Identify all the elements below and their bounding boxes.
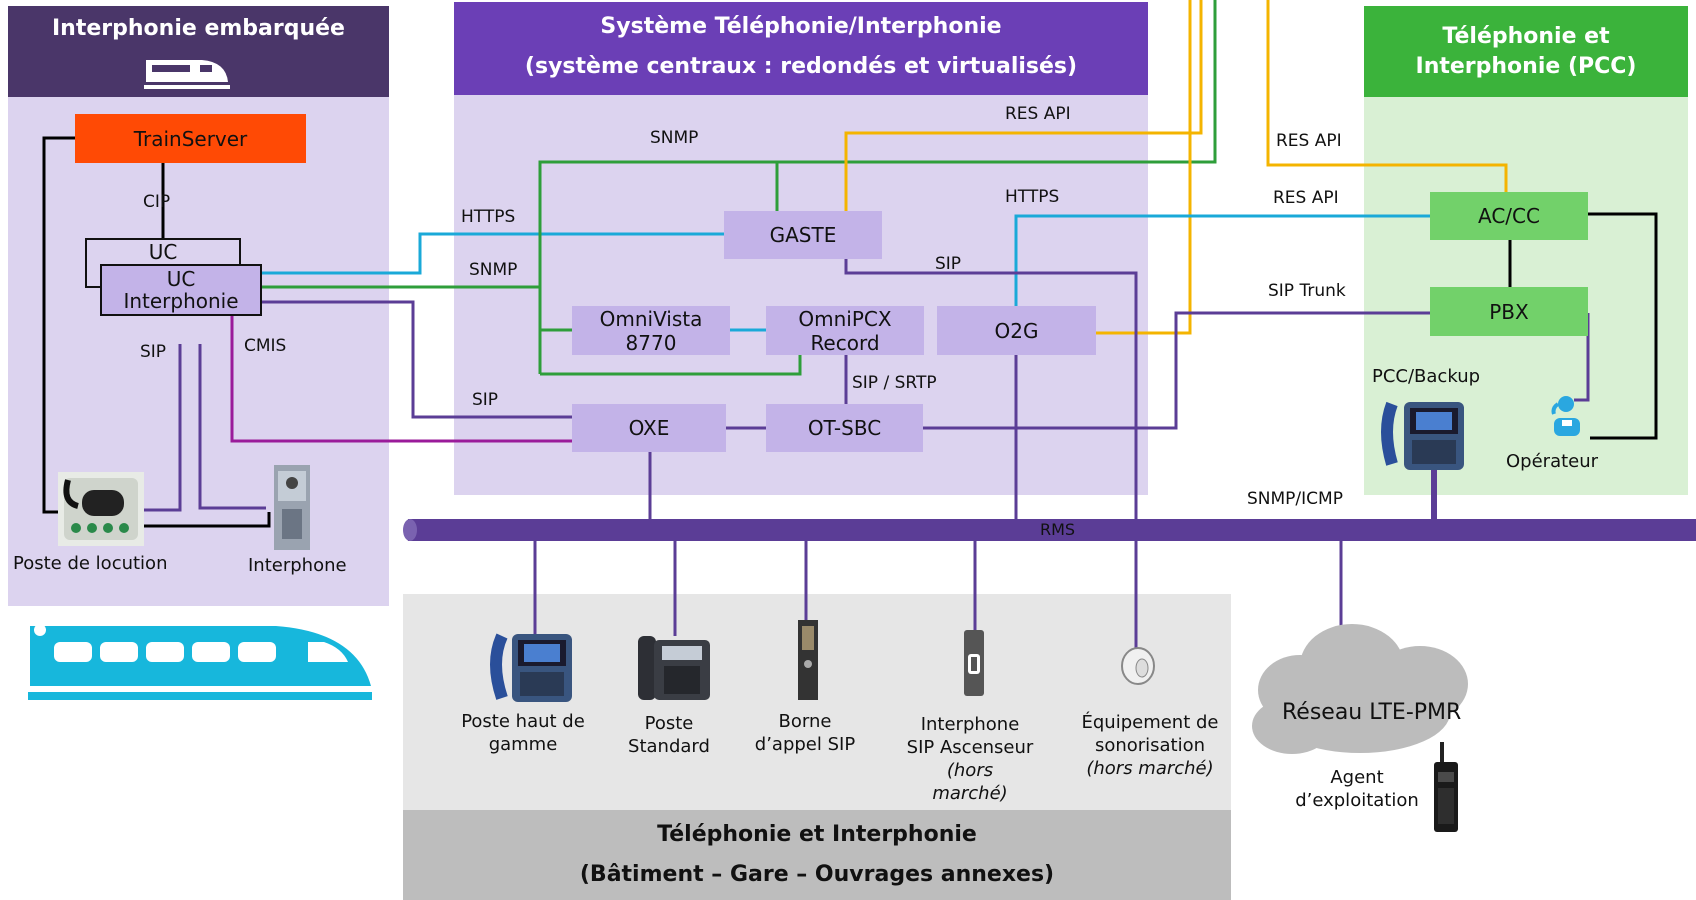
- poste-standard-line-2: Standard: [628, 736, 710, 757]
- radio-handset-icon: [1434, 742, 1458, 832]
- lte-cloud-shape: [1252, 624, 1468, 754]
- res-api-right-top-label: RES API: [1276, 131, 1342, 151]
- sip-call-box-icon: [798, 620, 818, 700]
- poste-haut-line-2: gamme: [488, 734, 558, 755]
- embedded-panel-title: Interphonie embarquée: [52, 16, 345, 41]
- building-panel-title-2: (Bâtiment – Gare – Ouvrages annexes): [579, 862, 1055, 887]
- loudspeaker-icon: [1121, 647, 1155, 685]
- sonorisation-caption: Équipement de sonorisation (hors marché): [1070, 711, 1230, 780]
- speaker-post-icon: [58, 472, 144, 546]
- poste-haut-caption: Poste haut de gamme: [450, 710, 596, 756]
- elevator-intercom-icon: [964, 630, 984, 696]
- poste-haut-line-1: Poste haut de: [461, 711, 585, 732]
- poste-standard-line-1: Poste: [644, 713, 694, 734]
- ascenseur-line-1: Interphone: [920, 714, 1020, 735]
- o2g-label: O2G: [994, 318, 1039, 343]
- borne-caption: Borne d’appel SIP: [740, 710, 870, 756]
- omnipcx-label-1: OmniPCX: [798, 306, 892, 331]
- ascenseur-line-3: (hors: [946, 760, 994, 781]
- standard-phone-icon: [638, 636, 710, 700]
- accc-node: AC/CC: [1430, 192, 1588, 240]
- poste-standard-caption: Poste Standard: [614, 712, 724, 758]
- ascenseur-line-2: SIP Ascenseur: [906, 737, 1034, 758]
- otsbc-label: OT-SBC: [807, 416, 882, 440]
- snmp-icmp-label: SNMP/ICMP: [1247, 489, 1343, 509]
- agent-line-1: Agent: [1330, 767, 1384, 788]
- poste-location-label: Poste de locution: [13, 553, 168, 574]
- omnipcx-label-2: Record: [810, 330, 880, 355]
- res-api-right-label: RES API: [1273, 188, 1339, 208]
- pcc-backup-label: PCC/Backup: [1372, 366, 1481, 387]
- omnipcx-record-node: OmniPCX Record: [766, 306, 924, 355]
- operateur-label: Opérateur: [1506, 451, 1599, 472]
- uc-interphonie-label-1: UC: [166, 267, 196, 291]
- snmp-left-label: SNMP: [469, 260, 518, 280]
- train-large-icon: [28, 624, 372, 700]
- accc-label: AC/CC: [1478, 204, 1540, 228]
- sonorisation-line-1: Équipement de: [1081, 712, 1219, 733]
- gaste-label: GASTE: [769, 223, 837, 247]
- central-panel-title-1: Système Téléphonie/Interphonie: [600, 14, 1002, 39]
- train-small-icon: [144, 60, 230, 89]
- o2g-node: O2G: [937, 306, 1096, 355]
- sip-gaste-label: SIP: [935, 254, 962, 274]
- oxe-label: OXE: [628, 416, 670, 440]
- high-end-phone-icon: [490, 633, 572, 702]
- sip-mid-label: SIP: [472, 390, 499, 410]
- pcc-panel-title-2: Interphonie (PCC): [1415, 54, 1637, 79]
- pcc-panel-title-1: Téléphonie et: [1442, 24, 1610, 49]
- uc-interphonie-label-2: Interphonie: [123, 289, 239, 313]
- borne-line-2: d’appel SIP: [754, 734, 856, 755]
- otsbc-node: OT-SBC: [766, 404, 923, 452]
- omnivista-label-2: 8770: [625, 330, 677, 355]
- sip-trunk-label: SIP Trunk: [1268, 281, 1346, 301]
- ascenseur-caption: Interphone SIP Ascenseur (hors marché): [898, 713, 1042, 805]
- sip-srtp-label: SIP / SRTP: [852, 373, 937, 393]
- oxe-node: OXE: [572, 404, 726, 452]
- sonorisation-line-3: (hors marché): [1086, 758, 1214, 779]
- central-panel-title-2: (système centraux : redondés et virtuali…: [524, 54, 1078, 79]
- gaste-node: GASTE: [724, 211, 882, 259]
- omnivista-label-1: OmniVista: [599, 306, 703, 331]
- https-right-label: HTTPS: [1005, 187, 1060, 207]
- ascenseur-line-4: marché): [932, 783, 1008, 804]
- central-panel-header: Système Téléphonie/Interphonie (système …: [454, 2, 1148, 95]
- cip-label: CIP: [143, 192, 171, 212]
- intercom-icon: [274, 465, 310, 550]
- https-left-label: HTTPS: [461, 207, 516, 227]
- operator-icon: [1551, 396, 1580, 436]
- interphone-label: Interphone: [248, 555, 347, 576]
- lte-label: Réseau LTE-PMR: [1282, 700, 1462, 725]
- sip-left-label: SIP: [140, 342, 167, 362]
- uc-interphonie-node: UC Interphonie: [100, 264, 262, 316]
- sonorisation-line-2: sonorisation: [1094, 735, 1206, 756]
- pbx-label: PBX: [1489, 299, 1529, 324]
- uc-label: UC: [148, 240, 178, 264]
- pcc-panel-header: Téléphonie et Interphonie (PCC): [1364, 6, 1688, 97]
- desk-phone-icon: [1381, 401, 1464, 470]
- trainserver-node: TrainServer: [75, 114, 306, 163]
- agent-line-2: d’exploitation: [1295, 790, 1419, 811]
- res-api-top-label: RES API: [1005, 104, 1071, 124]
- building-panel-footer: Téléphonie et Interphonie (Bâtiment – Ga…: [403, 810, 1231, 900]
- pbx-node: PBX: [1430, 287, 1588, 336]
- cmis-label: CMIS: [244, 336, 287, 356]
- snmp-top-label: SNMP: [650, 128, 699, 148]
- trainserver-label: TrainServer: [133, 126, 248, 151]
- building-panel-title-1: Téléphonie et Interphonie: [657, 822, 977, 847]
- rms-label: RMS: [1040, 520, 1076, 539]
- borne-line-1: Borne: [778, 711, 832, 732]
- omnivista-node: OmniVista 8770: [572, 306, 730, 355]
- agent-caption: Agent d’exploitation: [1282, 766, 1432, 812]
